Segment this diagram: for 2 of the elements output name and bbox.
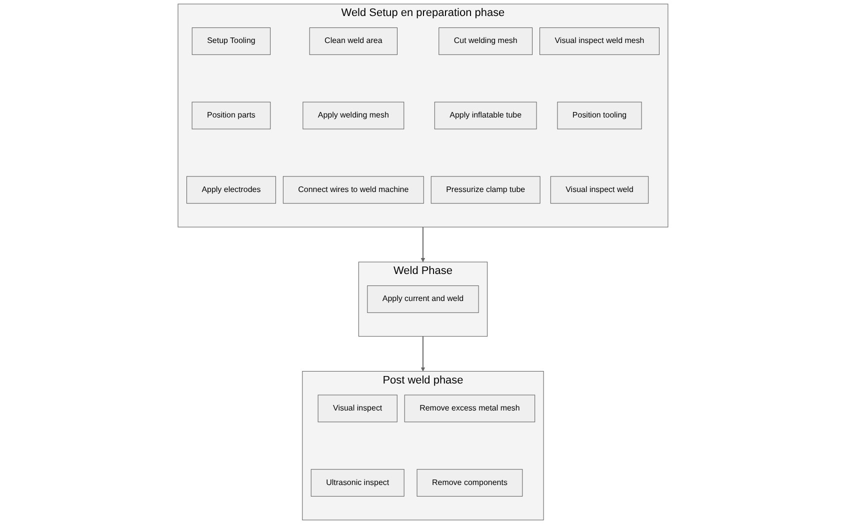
arrow — [420, 226, 426, 262]
arrow — [420, 336, 426, 372]
